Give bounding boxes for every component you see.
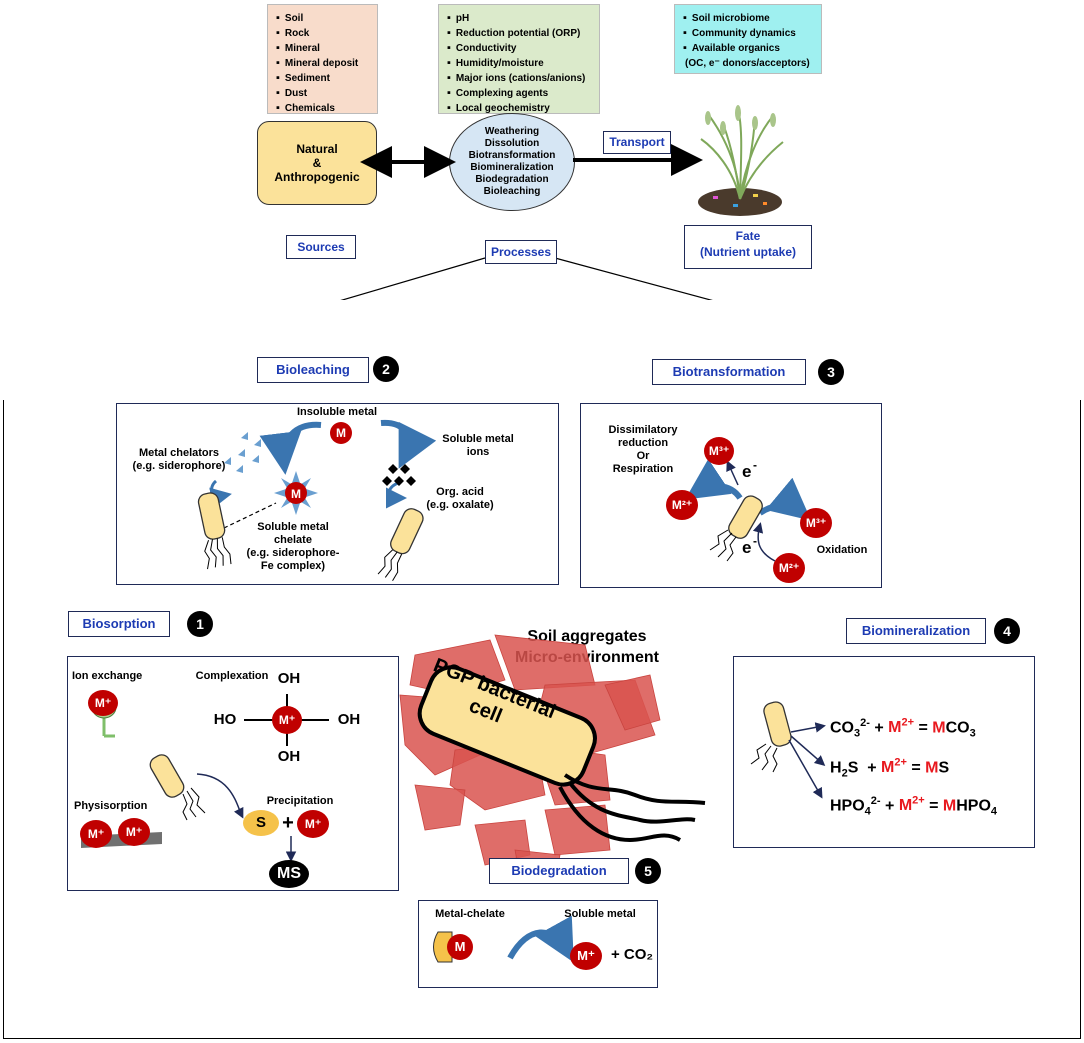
bio-list-sub: (OC, e⁻ donors/acceptors) [685, 58, 810, 69]
insoluble-metal-m: M [330, 422, 352, 444]
m2-left: M²⁺ [666, 490, 698, 520]
m3-right: M³⁺ [800, 508, 832, 538]
svg-text:M: M [291, 487, 301, 501]
biotransformation-tag: Biotransformation [652, 359, 806, 385]
biotransformation-number: 3 [818, 359, 844, 385]
fate-label: Fate (Nutrient uptake) [684, 225, 812, 269]
factors-list-item: Complexing agents [447, 86, 593, 101]
physisorption-m2: M⁺ [118, 818, 150, 846]
transport-label: Transport [603, 131, 671, 154]
metal-chelators-label: Metal chelators (e.g. siderophore) [132, 447, 226, 472]
biomineralization-number: 4 [994, 618, 1020, 644]
biomineralization-graphics [750, 701, 826, 799]
phosphate-equation: HPO42- + M2+ = MHPO4 [830, 795, 998, 818]
processes-label: Processes [485, 240, 557, 264]
oh-bottom: OH [277, 748, 301, 765]
ion-exchange-m: M⁺ [88, 690, 118, 716]
factors-list-item: Local geochemistry [447, 101, 593, 116]
source-box: Natural & Anthropogenic [257, 121, 377, 205]
biodegradation-tag: Biodegradation [489, 858, 629, 884]
physisorption-label: Physisorption [74, 800, 148, 812]
soluble-metal-ions-label: Soluble metal ions [442, 433, 514, 458]
insoluble-metal-label: Insoluble metal [296, 406, 378, 418]
soil-aggregates [399, 634, 706, 881]
factors-list-item: Conductivity [447, 41, 593, 56]
plus-sign: + [282, 812, 294, 834]
soluble-metal-label: Soluble metal [564, 908, 636, 920]
dissimilatory-label: Dissimilatory reduction Or Respiration [608, 424, 678, 475]
factors-list-item: Reduction potential (ORP) [447, 26, 593, 41]
bioleaching-number: 2 [373, 356, 399, 382]
sources-list: SoilRockMineralMineral depositSedimentDu… [267, 4, 378, 114]
co2-label: + CO₂ [610, 946, 654, 963]
soluble-m: M⁺ [570, 942, 602, 970]
top-arrows [340, 144, 713, 300]
oh-top: OH [277, 670, 301, 687]
svg-text:-: - [753, 534, 757, 548]
svg-text:-: - [753, 458, 757, 472]
complexation-label: Complexation [195, 670, 269, 682]
oh-right: OH [337, 711, 361, 728]
svg-text:e: e [742, 462, 751, 481]
sources-list-item: Rock [276, 26, 371, 41]
bioleaching-tag: Bioleaching [257, 357, 369, 383]
m2-bottom: M²⁺ [773, 553, 805, 583]
bio-list: Soil microbiomeCommunity dynamicsAvailab… [674, 4, 822, 74]
factors-list-item: pH [447, 11, 593, 26]
physisorption-m1: M⁺ [80, 820, 112, 848]
metal-chelate-label: Metal-chelate [435, 908, 505, 920]
biosorption-panel [67, 656, 399, 891]
sources-label: Sources [286, 235, 356, 259]
biosorption-number: 1 [187, 611, 213, 637]
biomineralization-tag: Biomineralization [846, 618, 986, 644]
precip-m: M⁺ [297, 810, 329, 838]
sources-list-item: Chemicals [276, 101, 371, 116]
m3-top: M³⁺ [704, 437, 734, 465]
org-acid-label: Org. acid (e.g. oxalate) [426, 486, 494, 511]
precipitation-label: Precipitation [266, 795, 334, 807]
chelate-m: M [447, 934, 473, 960]
processes-frame [3, 400, 1081, 1039]
oxidation-label: Oxidation [816, 544, 868, 556]
biosorption-graphics [81, 694, 329, 862]
biodegradation-graphics [433, 915, 574, 963]
bio-list-item: Available organics [683, 41, 815, 56]
sources-list-item: Mineral [276, 41, 371, 56]
sources-list-item: Mineral deposit [276, 56, 371, 71]
factors-list: pHReduction potential (ORP)ConductivityH… [438, 4, 600, 114]
sources-list-item: Dust [276, 86, 371, 101]
ms-product: MS [269, 860, 309, 888]
carbonate-equation: CO32- + M2+ = MCO3 [830, 717, 976, 740]
factors-list-item: Humidity/moisture [447, 56, 593, 71]
sources-list-item: Soil [276, 11, 371, 26]
bioleaching-graphics: M [197, 419, 437, 582]
sulfide-equation: H2S + M2+ = MS [830, 757, 950, 780]
ion-exchange-label: Ion exchange [72, 670, 143, 682]
soluble-chelate-label: Soluble metal chelate (e.g. siderophore-… [246, 521, 340, 572]
svg-text:e: e [742, 538, 751, 557]
plant-icon [698, 105, 784, 216]
biotransformation-graphics: e - e - [685, 458, 812, 562]
factors-list-item: Major ions (cations/anions) [447, 71, 593, 86]
bio-list-item: Community dynamics [683, 26, 815, 41]
complex-m: M⁺ [272, 706, 302, 734]
biodegradation-number: 5 [635, 858, 661, 884]
sources-list-item: Sediment [276, 71, 371, 86]
biosorption-tag: Biosorption [68, 611, 170, 637]
ho-left: HO [213, 711, 237, 728]
bio-list-item: Soil microbiome [683, 11, 815, 26]
sulfide-s: S [243, 810, 279, 836]
biomineralization-panel [733, 656, 1035, 848]
